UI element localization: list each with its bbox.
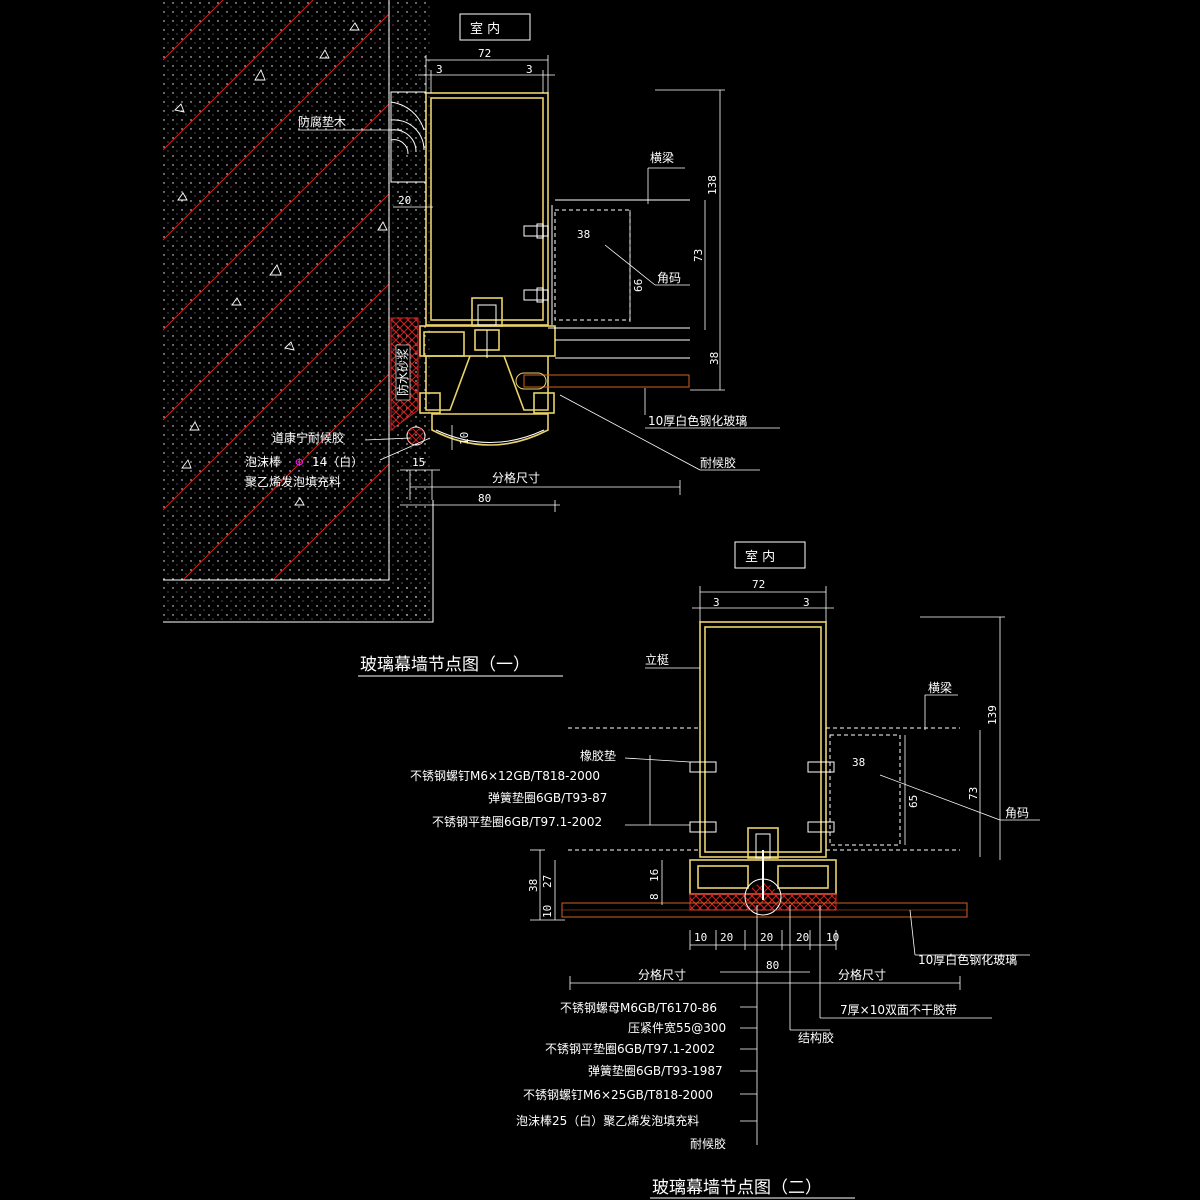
sealant-label-1: 耐候胶 (700, 455, 736, 470)
bolt2-label: 不锈钢螺钉M6×25GB/T818-2000 (523, 1088, 713, 1102)
foam-label-c: 聚乙烯发泡填充料 (245, 474, 341, 489)
glass-2 (561, 902, 968, 918)
dim2-16: 16 (648, 869, 661, 882)
dim2-73: 73 (967, 787, 980, 800)
leaders-1 (298, 129, 780, 471)
dim-138: 138 (706, 175, 719, 195)
dim2-b5: 10 (826, 931, 839, 944)
beam-label-1: 横梁 (650, 150, 674, 165)
foam-label-2: 泡沫棒25（白）聚乙烯发泡填充料 (516, 1113, 699, 1128)
glass-1 (515, 339, 690, 390)
dim-10: 10 (458, 432, 471, 445)
title-1: 玻璃幕墙节点图（一） (360, 655, 530, 675)
dim2-8: 8 (648, 893, 661, 900)
mullion-2 (689, 621, 837, 916)
glass-label-1: 10厚白色钢化玻璃 (648, 413, 747, 428)
glass-label-2: 10厚白色钢化玻璃 (918, 952, 1017, 967)
indoor-box-1 (459, 13, 531, 41)
dim2-b4: 20 (796, 931, 809, 944)
indoor-label-2: 室 内 (745, 549, 775, 565)
mortar-label: 防水砂浆 (395, 348, 410, 396)
indoor-box-2 (734, 541, 806, 569)
dim2-3-right: 3 (803, 596, 810, 609)
rubber-label: 橡胶垫 (580, 748, 616, 763)
dim-73: 73 (692, 249, 705, 262)
beam-label-2: 横梁 (928, 680, 952, 695)
dim-20: 20 (398, 194, 411, 207)
dim-15: 15 (412, 456, 425, 469)
dimensions-2 (530, 586, 1030, 1145)
phi-symbol: Φ (295, 456, 304, 469)
dowsil-label: 道康宁耐候胶 (272, 430, 344, 445)
beam-2 (568, 727, 960, 851)
dim2-72: 72 (752, 578, 765, 591)
dim2-139: 139 (986, 705, 999, 725)
concrete-wall (163, 0, 434, 623)
dim2-38-b: 38 (527, 879, 540, 892)
corner-label-1: 角码 (657, 271, 681, 285)
grid-label-1: 分格尺寸 (492, 470, 540, 485)
spring1-label: 弹簧垫圈6GB/T93-87 (488, 790, 607, 805)
indoor-label-1: 室 内 (470, 21, 500, 37)
detail-2: 室 内 (410, 541, 1040, 1199)
dim-3-right: 3 (526, 63, 533, 76)
dim2-b1: 10 (694, 931, 707, 944)
tape-label: 7厚×10双面不干胶带 (840, 1002, 957, 1017)
spring2-label: 弹簧垫圈6GB/T93-1987 (588, 1063, 723, 1078)
plate-label: 压紧件宽55@300 (628, 1020, 726, 1035)
dim-80: 80 (478, 492, 491, 505)
corner-label-2: 角码 (1005, 806, 1029, 820)
washer2-label: 不锈钢平垫圈6GB/T97.1-2002 (545, 1041, 715, 1056)
foam-label-b: 14（白） (312, 454, 363, 469)
dim-72: 72 (478, 47, 491, 60)
grid-label-right: 分格尺寸 (838, 967, 886, 982)
dim2-b2: 20 (720, 931, 733, 944)
dim2-27: 27 (541, 875, 554, 888)
dimensions-1 (393, 55, 725, 512)
dim-38-a: 38 (577, 228, 590, 241)
grid-label-left: 分格尺寸 (638, 967, 686, 982)
dim2-b3: 20 (760, 931, 773, 944)
dim2-10: 10 (541, 905, 554, 918)
dim2-38: 38 (852, 756, 865, 769)
mullion-1 (406, 92, 556, 446)
mullion-label: 立梃 (645, 652, 669, 667)
waterproof-mortar: 防水砂浆 (390, 317, 419, 431)
dim2-3-left: 3 (713, 596, 720, 609)
beam-1 (548, 199, 690, 329)
wood-label: 防腐垫木 (298, 114, 346, 129)
structural-label: 结构胶 (798, 1030, 834, 1045)
foam-label-a: 泡沫棒 (245, 455, 281, 469)
dim-38-b: 38 (708, 352, 721, 365)
dim2-65: 65 (907, 795, 920, 808)
sealant-label-2: 耐候胶 (690, 1136, 726, 1151)
dim-66: 66 (632, 279, 645, 292)
dim-3-left: 3 (436, 63, 443, 76)
nut-label: 不锈钢螺母M6GB/T6170-86 (560, 1001, 717, 1015)
leaders-2 (624, 667, 1040, 1122)
title-2: 玻璃幕墙节点图（二） (652, 1178, 822, 1198)
detail-1: 防水砂浆 (163, 0, 780, 677)
dim2-80: 80 (766, 959, 779, 972)
bolt1-label: 不锈钢螺钉M6×12GB/T818-2000 (410, 769, 600, 783)
washer1-label: 不锈钢平垫圈6GB/T97.1-2002 (432, 814, 602, 829)
